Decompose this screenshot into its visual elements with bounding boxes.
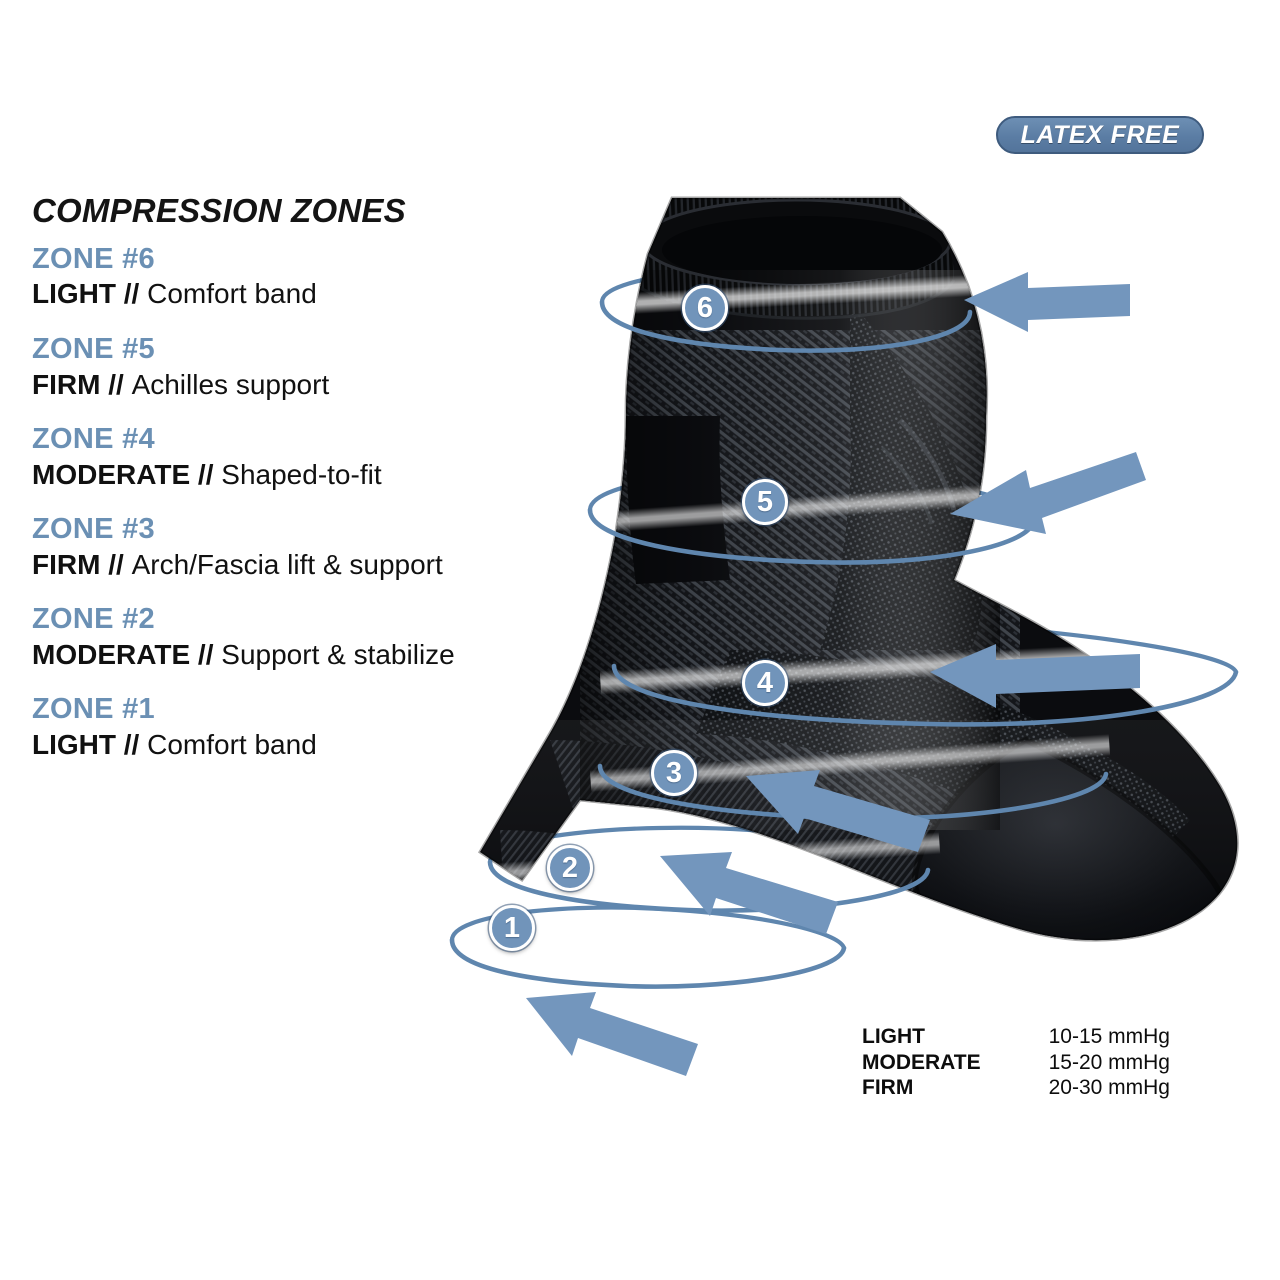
zone-detail-5: Achilles support	[131, 368, 330, 400]
zone-detail-1: Comfort band	[147, 728, 317, 760]
zone-list-item-2: ZONE #2 MODERATE // Support & stabilize	[32, 603, 592, 671]
latex-free-label: LATEX FREE	[1020, 120, 1180, 149]
compression-zones-title: COMPRESSION ZONES	[32, 192, 406, 229]
zone-marker-4-number: 4	[756, 666, 774, 699]
zone-marker-6[interactable]: 6	[682, 285, 728, 331]
zone-level-1: LIGHT	[32, 728, 116, 760]
table-row: MODERATE 15-20 mmHg	[862, 1050, 1170, 1076]
zone-list-item-5: ZONE #5 FIRM // Achilles support	[32, 333, 592, 401]
legend-value-firm: 20-30 mmHg	[1048, 1076, 1170, 1100]
zone-marker-1[interactable]: 1	[489, 905, 535, 951]
legend-value-light: 10-15 mmHg	[1048, 1025, 1170, 1048]
zone-separator-6: //	[116, 278, 148, 310]
zone-marker-3-number: 3	[665, 756, 683, 789]
zone-level-4: MODERATE	[32, 458, 191, 490]
compression-sleeve-illustration	[430, 180, 1280, 1120]
zone-marker-5[interactable]: 5	[742, 479, 788, 525]
zone-heading-2: ZONE #2	[32, 603, 155, 636]
zone-heading-6: ZONE #6	[32, 243, 155, 275]
zone-separator-4: //	[190, 458, 222, 490]
legend-value-moderate: 15-20 mmHg	[1048, 1050, 1170, 1074]
compression-direction-arrows	[526, 272, 1146, 1076]
zone-separator-2: //	[190, 638, 222, 670]
zone-marker-3[interactable]: 3	[651, 750, 697, 796]
zone-separator-3: //	[100, 548, 132, 580]
zone-marker-1-number: 1	[503, 911, 521, 944]
legend-label-firm: FIRM	[862, 1076, 914, 1100]
zone-heading-5: ZONE #5	[32, 333, 155, 366]
zone-list-item-4: ZONE #4 MODERATE // Shaped-to-fit	[32, 423, 592, 491]
zone-marker-4[interactable]: 4	[742, 660, 788, 706]
zone-description-3: FIRM // Arch/Fascia lift & support	[32, 548, 592, 582]
zone-description-5: FIRM // Achilles support	[32, 368, 592, 402]
zone-detail-3: Arch/Fascia lift & support	[131, 548, 443, 580]
zone-level-6: LIGHT	[32, 278, 116, 310]
zone-separator-5: //	[100, 368, 132, 400]
zone-marker-2-number: 2	[561, 851, 579, 884]
zone-heading-1: ZONE #1	[32, 693, 155, 726]
legend-label-moderate: MODERATE	[862, 1050, 981, 1074]
zone-detail-2: Support & stabilize	[221, 638, 455, 670]
zone-detail-6: Comfort band	[147, 278, 317, 310]
zone-list-item-1: ZONE #1 LIGHT // Comfort band	[32, 693, 592, 761]
zone-heading-3: ZONE #3	[32, 513, 155, 546]
zone-description-2: MODERATE // Support & stabilize	[32, 638, 592, 672]
pressure-legend-table: LIGHT 10-15 mmHg MODERATE 15-20 mmHg FIR…	[862, 1024, 1170, 1101]
table-row: LIGHT 10-15 mmHg	[862, 1024, 1170, 1050]
zone-heading-4: ZONE #4	[32, 423, 155, 456]
zone-description-6: LIGHT // Comfort band	[32, 277, 592, 311]
zone-separator-1: //	[116, 728, 148, 760]
zone-detail-4: Shaped-to-fit	[221, 458, 382, 490]
zone-description-1: LIGHT // Comfort band	[32, 728, 592, 762]
latex-free-badge: LATEX FREE	[996, 116, 1204, 154]
zone-level-5: FIRM	[32, 368, 101, 400]
zone-marker-6-number: 6	[696, 291, 714, 324]
zone-description-4: MODERATE // Shaped-to-fit	[32, 458, 592, 492]
zone-list-item-6: ZONE #6 LIGHT // Comfort band	[32, 243, 592, 311]
pressure-legend: LIGHT 10-15 mmHg MODERATE 15-20 mmHg FIR…	[862, 1024, 1170, 1101]
zone-level-3: FIRM	[32, 548, 101, 580]
zone-list-item-3: ZONE #3 FIRM // Arch/Fascia lift & suppo…	[32, 513, 592, 581]
legend-label-light: LIGHT	[862, 1025, 925, 1048]
zone-marker-2[interactable]: 2	[547, 845, 593, 891]
compression-zones-panel: COMPRESSION ZONES ZONE #6 LIGHT // Comfo…	[32, 192, 592, 783]
table-row: FIRM 20-30 mmHg	[862, 1075, 1170, 1101]
zone-marker-5-number: 5	[756, 485, 774, 518]
zone-level-2: MODERATE	[32, 638, 191, 670]
